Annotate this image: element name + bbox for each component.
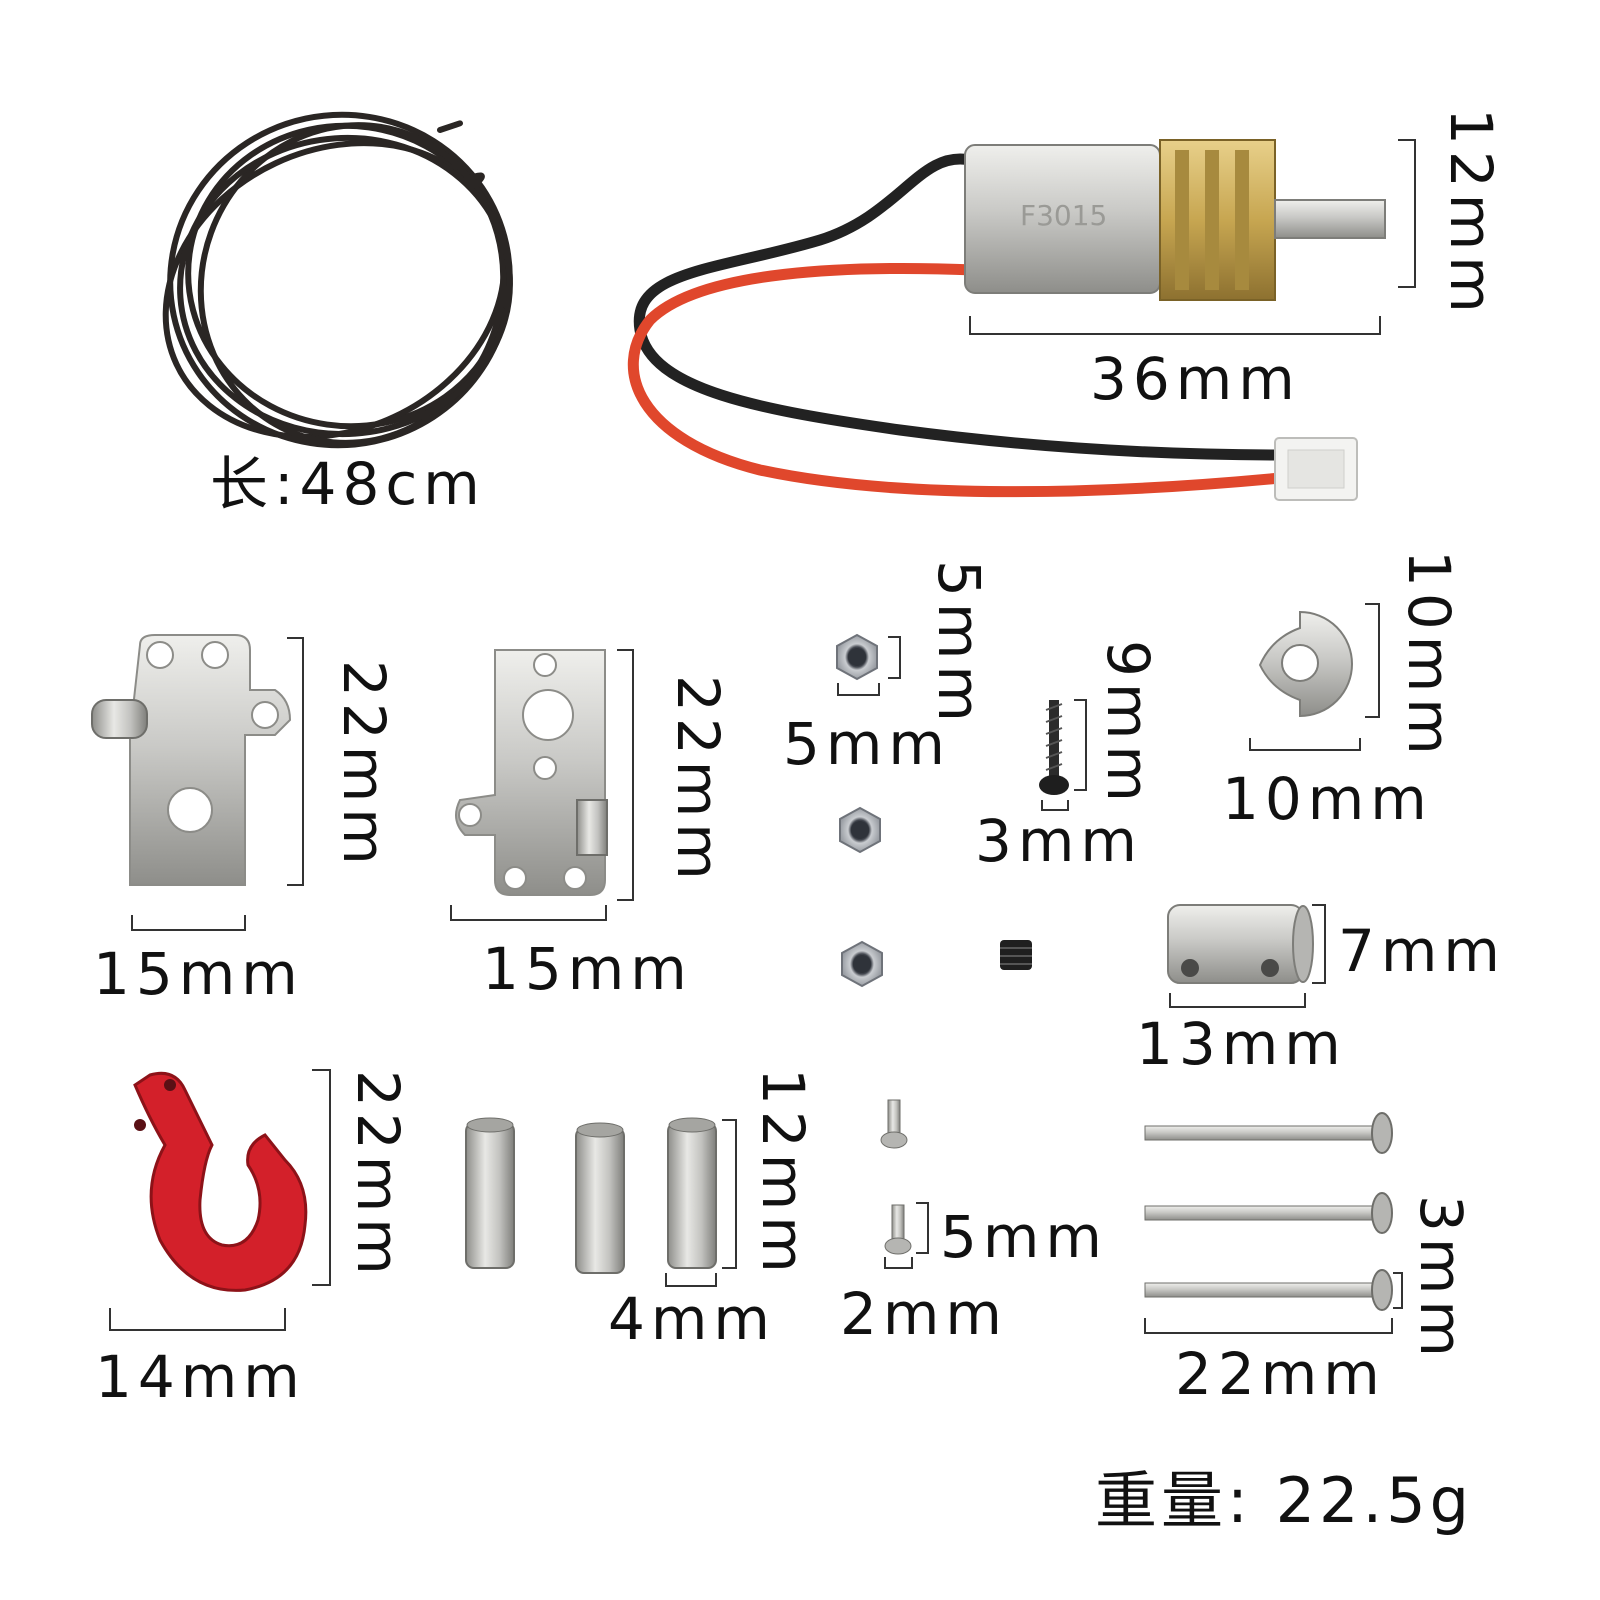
weight-label: 重量: 22.5g: [1095, 1464, 1473, 1537]
bracket-2-height-label: 22mm: [664, 675, 732, 886]
long-screw-diameter-label: 3mm: [1407, 1195, 1475, 1363]
mounting-bracket-1: [91, 634, 292, 886]
long-screw-1: [1144, 1112, 1393, 1154]
spool-height-label: 10mm: [1395, 550, 1463, 761]
spacer-1: [465, 1117, 515, 1269]
tow-hook: [133, 1071, 308, 1292]
mounting-bracket-2: [455, 649, 608, 896]
bracket-1-width-label: 15mm: [93, 940, 304, 1008]
long-screw-3: [1144, 1269, 1393, 1311]
coupler-diameter-label: 7mm: [1338, 917, 1506, 985]
long-screw-length-label: 22mm: [1175, 1340, 1386, 1408]
spool-width-label: 10mm: [1222, 765, 1433, 833]
screw-length-label: 9mm: [1094, 640, 1162, 808]
nut-3: [841, 940, 883, 988]
cord-coil: [162, 111, 513, 449]
dimension-lines: [109, 139, 1416, 1334]
coupler-length-label: 13mm: [1136, 1010, 1347, 1078]
hook-height-label: 22mm: [344, 1070, 412, 1281]
cord-length-label: 长:48cm: [210, 450, 486, 518]
set-screw: [1000, 940, 1032, 970]
nut-1: [836, 633, 878, 681]
nut-height-label: 5mm: [925, 560, 993, 728]
hook-width-label: 14mm: [95, 1343, 306, 1411]
self-tapping-screw: [1039, 700, 1069, 795]
motor-length-label: 36mm: [1090, 345, 1301, 413]
motor-height-label: 12mm: [1437, 108, 1505, 319]
spacer-diameter-label: 4mm: [608, 1285, 776, 1353]
wire-connector: [1274, 437, 1358, 501]
long-screw-2: [1144, 1192, 1393, 1234]
nut-width-label: 5mm: [783, 710, 951, 778]
screw-width-label: 3mm: [975, 807, 1143, 875]
motor-marking: F3015: [1020, 199, 1107, 232]
bracket-1-height-label: 22mm: [330, 660, 398, 871]
bracket-2-width-label: 15mm: [482, 935, 693, 1003]
spacer-3: [667, 1117, 717, 1269]
spacer-length-label: 12mm: [749, 1068, 817, 1279]
gear-motor: F3015: [964, 139, 1386, 301]
spacer-2: [575, 1122, 625, 1274]
winch-spool: [1258, 610, 1353, 718]
small-screw-length-label: 5mm: [940, 1203, 1108, 1271]
small-screw-diameter-label: 2mm: [840, 1280, 1008, 1348]
motor-wires: [627, 153, 1286, 498]
small-screw-2: [884, 1204, 912, 1255]
nut-2: [839, 806, 881, 854]
shaft-coupler: [1167, 904, 1314, 984]
small-screw-1: [880, 1099, 908, 1149]
